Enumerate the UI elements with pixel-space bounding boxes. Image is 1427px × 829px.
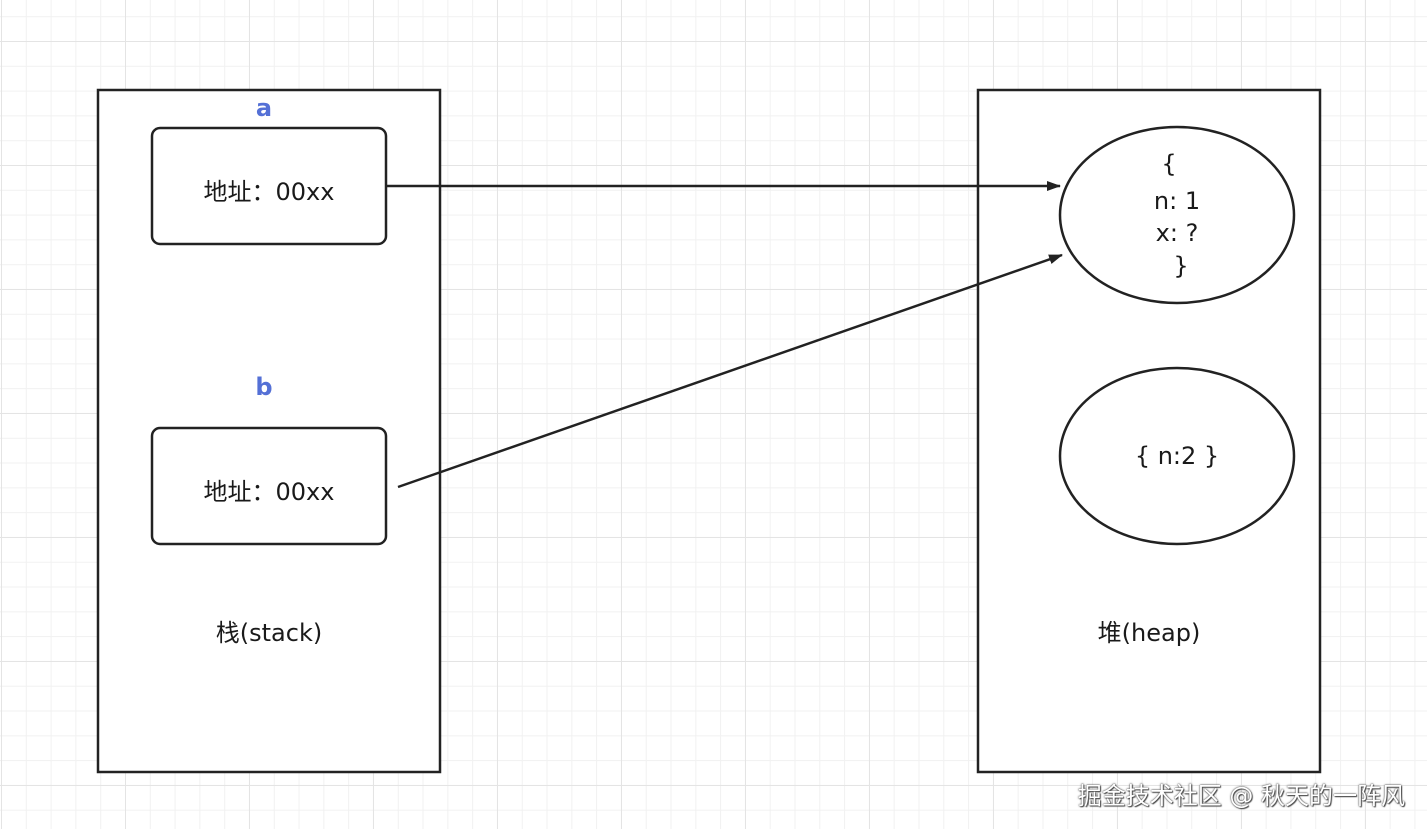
heap-object-2-text: { n:2 } <box>1134 442 1220 470</box>
var-b-address: 地址：00xx <box>203 478 335 506</box>
object-1-line-x: x: ? <box>1155 219 1199 247</box>
stack-label: 栈(stack) <box>215 619 323 647</box>
var-a-box <box>150 126 388 246</box>
object-1-line-open-brace: { <box>1161 150 1177 178</box>
object-1-line-close-brace: } <box>1173 252 1189 280</box>
var-b-box <box>150 426 388 546</box>
var-b-name: b <box>255 373 273 401</box>
var-a-address: 地址：00xx <box>203 178 335 206</box>
object-1-line-n: n: 1 <box>1153 187 1201 215</box>
var-a-name: a <box>255 94 273 122</box>
arrow-b-to-object-1 <box>397 253 1063 489</box>
heap-object-1 <box>1058 125 1296 305</box>
watermark: 掘金技术社区 @ 秋天的一阵风 <box>1077 782 1405 810</box>
heap-label: 堆(heap) <box>1097 619 1201 647</box>
heap-object-2 <box>1058 366 1296 546</box>
